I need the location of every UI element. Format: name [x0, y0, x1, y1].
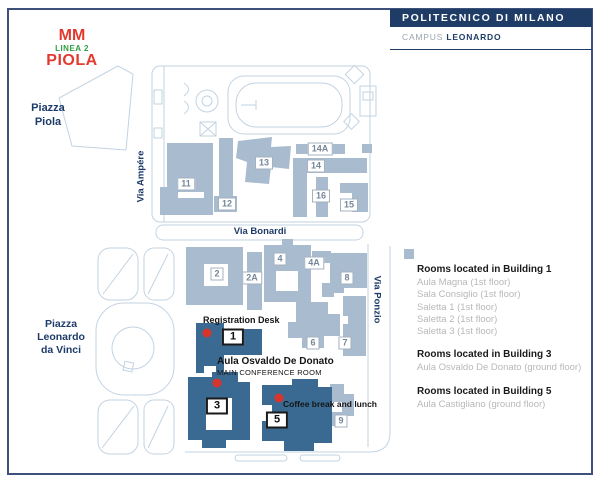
aula-osvaldo-label: Aula Osvaldo De Donato	[217, 356, 334, 367]
building-4a-plate: 4A	[304, 256, 324, 270]
legend-room: Saletta 2 (1st floor)	[417, 313, 498, 325]
campus-prefix: CAMPUS	[402, 32, 444, 42]
south-street-outlines	[185, 244, 391, 462]
metro-station-label: MM LINEA 2 PIOLA	[36, 27, 108, 70]
building-2-plate: 2	[210, 267, 224, 281]
campus-name: LEONARDO	[446, 32, 502, 42]
legend-room: Sala Consiglio (1st floor)	[417, 289, 521, 301]
legend-section-0: Rooms located in Building 1 Aula Magna (1…	[417, 264, 589, 338]
legend-room: Aula Osvaldo De Donato (ground floor)	[417, 362, 582, 374]
piazza-leonardo-label: Piazza Leonardo da Vinci	[37, 318, 85, 357]
coffee-break-label: Coffee break and lunch	[283, 399, 377, 409]
building-5-plate: 5	[265, 411, 289, 429]
building-14-plate: 14	[306, 159, 326, 173]
metro-piola-label: PIOLA	[46, 52, 98, 70]
header-title: POLITECNICO DI MILANO	[402, 12, 566, 24]
building-2a-plate: 2A	[242, 271, 262, 285]
building-6-plate: 6	[306, 336, 320, 350]
building-11-plate: 11	[177, 177, 195, 191]
legend-room: Aula Magna (1st floor)	[417, 277, 511, 288]
building-8-plate: 8	[340, 271, 354, 285]
building-3-plate: 3	[205, 397, 229, 415]
legend-room: Saletta 1 (1st floor)	[417, 301, 498, 313]
legend: Rooms located in Building 1 Aula Magna (1…	[417, 264, 589, 422]
registration-desk-label: Registration Desk	[203, 315, 280, 325]
building-12-plate: 12	[217, 197, 237, 211]
south-buildings-light	[186, 239, 414, 426]
via-ponzio-label: Via Ponzio	[371, 275, 383, 324]
legend-section-title: Rooms located in Building 1	[417, 264, 552, 275]
header-title-bar: POLITECNICO DI MILANO	[390, 9, 592, 27]
legend-room: Saletta 3 (1st floor)	[417, 326, 498, 338]
legend-room: Aula Castigliano (ground floor)	[417, 398, 546, 410]
piazza-piola-label: Piazza Piola	[31, 102, 65, 128]
campus-line: CAMPUS LEONARDO	[402, 32, 501, 42]
marker-aula-osvaldo-de-donato	[212, 378, 222, 388]
building-1-plate: 1	[221, 328, 245, 346]
main-conference-room-label: MAIN CONFERENCE ROOM	[217, 368, 322, 377]
building-14a-plate: 14A	[307, 142, 333, 156]
park-outlines	[95, 247, 175, 455]
building-9-plate: 9	[334, 414, 348, 428]
marker-registration-desk	[202, 328, 212, 338]
building-7-plate: 7	[338, 336, 352, 350]
building-4-plate: 4	[273, 252, 287, 266]
building-15-plate: 15	[339, 198, 359, 212]
legend-section-title: Rooms located in Building 3	[417, 349, 552, 361]
metro-line2-label: LINEA 2	[55, 43, 89, 53]
building-16-plate: 16	[311, 189, 331, 203]
via-bonardi-label: Via Bonardi	[233, 226, 287, 237]
header-rule	[390, 49, 592, 50]
building-13-plate: 13	[254, 156, 274, 170]
piazza-piola-outline	[58, 65, 134, 151]
metro-mm-label: MM	[58, 27, 86, 44]
via-ampere-label: Via Ampére	[135, 150, 147, 203]
via-bonardi-street	[155, 224, 364, 241]
legend-section-title: Rooms located in Building 5	[417, 385, 552, 397]
marker-coffee-break	[274, 393, 284, 403]
